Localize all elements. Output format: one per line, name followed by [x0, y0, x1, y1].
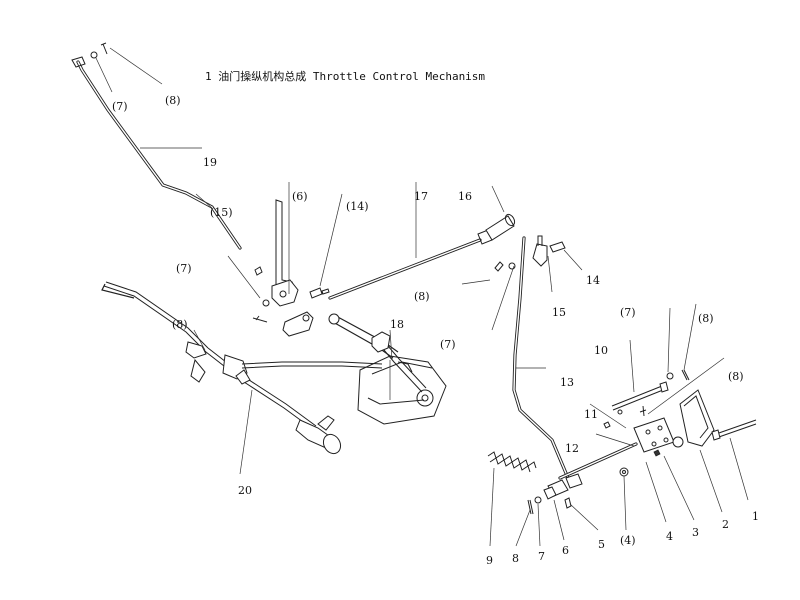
callout-12: 12 [565, 442, 579, 455]
part-13-vertical-rod [512, 236, 570, 480]
callout-9: 9 [486, 554, 493, 567]
diagram-title: 1 油门操纵机构总成 Throttle Control Mechanism [205, 69, 485, 83]
part-18-bracket [328, 313, 447, 425]
callout-3: 3 [692, 526, 699, 539]
callout-7: (7) [112, 100, 128, 113]
part-2-pedal [672, 389, 715, 448]
part-1-bolt [711, 419, 757, 441]
callout-14: 14 [586, 274, 600, 287]
part-19-upper-rod [71, 56, 242, 250]
part-6-clevis [271, 199, 299, 307]
callout-2: 2 [722, 518, 729, 531]
part-20-cable-assembly [101, 281, 383, 455]
part-12-cross-shaft [547, 442, 638, 497]
part-16-sleeve [485, 213, 516, 241]
callout-8: (8) [698, 312, 714, 325]
callout-20: 20 [238, 484, 252, 497]
leader-lines [95, 47, 749, 547]
callout-7: (7) [440, 338, 456, 351]
callout-6: (6) [292, 190, 308, 203]
callout-10: 10 [594, 344, 608, 357]
callout-7: (7) [620, 306, 636, 319]
callout-16: 16 [458, 190, 472, 203]
callout-11: 11 [584, 408, 598, 421]
bellcrank-lever [282, 311, 314, 337]
part-15-clevis [532, 235, 566, 267]
callout-7: (7) [176, 262, 192, 275]
callout-8: (8) [728, 370, 744, 383]
callout-4-paren: (4) [620, 534, 636, 547]
callout-4: 4 [666, 530, 673, 543]
part-10-pin [611, 381, 669, 415]
part-17-long-rod [328, 229, 493, 300]
callout-15: 15 [552, 306, 566, 319]
callout-13: 13 [560, 376, 574, 389]
callout-8: (8) [414, 290, 430, 303]
callout-8: 8 [512, 552, 519, 565]
callout-15: (15) [210, 206, 233, 219]
pin-mid [494, 261, 516, 272]
callout-8: (8) [172, 318, 188, 331]
part-14-bolt-left [309, 287, 330, 299]
callout-8: (8) [165, 94, 181, 107]
callout-14: (14) [346, 200, 369, 213]
callout-6: 6 [562, 544, 569, 557]
callout-1: 1 [752, 510, 759, 523]
callout-5: 5 [598, 538, 605, 551]
part-3-mounting-plate [633, 417, 675, 457]
part-7-8-right-pins [603, 369, 690, 429]
callout-18: 18 [390, 318, 404, 331]
callout-19: 19 [203, 156, 217, 169]
small-pin-left [252, 266, 270, 323]
part-4-nut [619, 467, 629, 477]
callout-labels: (8) (7) 19 (15) (6) (14) 17 16 (7) (8) (… [112, 94, 759, 567]
part-7-8-upper-pin [90, 42, 108, 59]
callout-7: 7 [538, 550, 545, 563]
callout-17: 17 [414, 190, 428, 203]
small-parts-bottom [527, 486, 572, 515]
part-9-spring [487, 451, 537, 473]
